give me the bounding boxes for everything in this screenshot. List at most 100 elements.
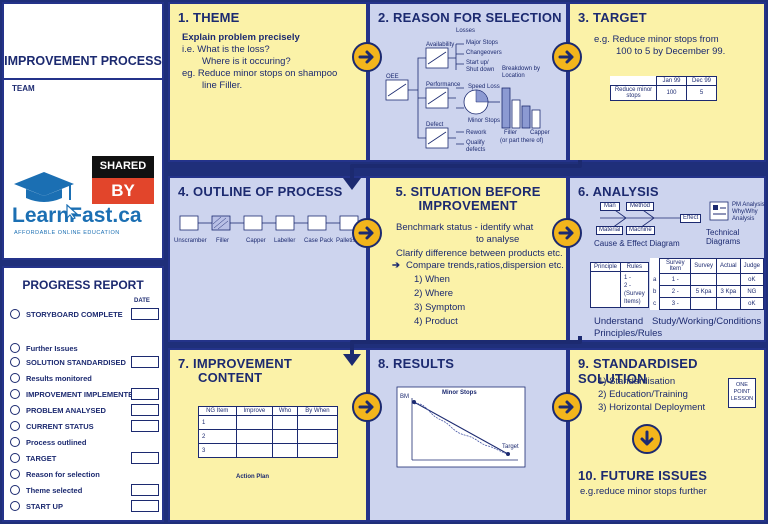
fishbone-man: Man <box>600 202 620 211</box>
progress-date-field[interactable] <box>131 484 159 496</box>
study-label: Study/Working/Conditions <box>652 316 762 327</box>
progress-date-field[interactable] <box>131 500 159 512</box>
rule-items: (Survey Items) <box>624 290 645 305</box>
lesson-line-2: POINT <box>733 389 751 395</box>
by-text: BY <box>111 181 135 200</box>
step-1: Unscramber <box>174 238 207 244</box>
technical-label: Technical Diagrams <box>706 228 741 246</box>
brand-name: LearnFast.ca <box>12 204 142 227</box>
step-4: Labeller <box>274 238 296 244</box>
label-capper: Capper <box>530 130 550 136</box>
progress-date-field[interactable] <box>131 308 159 320</box>
target-title: 3. TARGET <box>578 10 647 25</box>
progress-checkbox[interactable] <box>10 343 20 353</box>
target-line-1: e.g. Reduce minor stops from <box>594 34 719 45</box>
progress-item-label: Results monitored <box>26 374 92 383</box>
arrow-1-to-2 <box>352 42 382 72</box>
arrow-right-icon <box>358 400 374 414</box>
progress-date-field[interactable] <box>131 388 159 400</box>
technical-diagram-icon <box>709 201 729 221</box>
arrow-4-to-5 <box>352 218 382 248</box>
progress-date-field[interactable] <box>131 420 159 432</box>
results-start-label: BM <box>400 394 409 400</box>
results-chart <box>396 386 526 468</box>
situation-line-5: 1) When <box>414 274 450 285</box>
target-line-2: 100 to 5 by December 99. <box>616 46 726 57</box>
progress-checkbox[interactable] <box>10 485 20 495</box>
arrow-7-to-8 <box>352 392 382 422</box>
cause-effect-label: Cause & Effect Diagram <box>594 239 680 248</box>
progress-checkbox[interactable] <box>10 373 20 383</box>
shared-badge: SHARED <box>92 156 154 178</box>
by-badge: BY <box>92 178 154 204</box>
theme-line-2: i.e. What is the loss? <box>182 44 270 55</box>
results-end-label: Target <box>502 444 519 450</box>
shared-text: SHARED <box>99 160 147 172</box>
logo: SHARED BY LearnFast.ca AFFORDABLE ONLINE… <box>10 154 160 246</box>
progress-checkbox[interactable] <box>10 437 20 447</box>
down-arrow-button <box>632 424 662 454</box>
principles-label: Principles/Rules <box>594 328 663 339</box>
one-point-lesson: ONE POINT LESSON <box>728 378 756 408</box>
situation-title-1: 5. SITUATION BEFORE <box>395 184 541 199</box>
progress-checkbox[interactable] <box>10 405 20 415</box>
team-label: TEAM <box>12 84 35 93</box>
panel-results: 8. RESULTS Minor Stops BM Target <box>368 348 568 522</box>
arrow-right-icon <box>358 226 374 240</box>
tech-note-3: Analysis <box>732 216 755 222</box>
survey-header: Survey <box>690 258 717 274</box>
standardised-title: 9. STANDARDISED SOLUTION <box>578 356 698 386</box>
survey-cell <box>690 297 717 310</box>
panel-outline: 4. OUTLINE OF PROCESS Unscramber Filler … <box>168 176 368 342</box>
lesson-line-3: LESSON <box>730 396 754 402</box>
panel-target: 3. TARGET e.g. Reduce minor stops from 1… <box>568 2 766 162</box>
progress-checkbox[interactable] <box>10 389 20 399</box>
survey-cell: c <box>653 300 657 307</box>
label-part: (or part there of) <box>500 138 544 144</box>
progress-checkbox[interactable] <box>10 357 20 367</box>
progress-checkbox[interactable] <box>10 453 20 463</box>
progress-checkbox[interactable] <box>10 309 20 319</box>
outline-title: 4. OUTLINE OF PROCESS <box>178 184 343 199</box>
step-3: Capper <box>246 238 266 244</box>
situation-line-4: Compare trends,ratios,dispersion etc. <box>406 260 564 271</box>
progress-checkbox[interactable] <box>10 469 20 479</box>
label-oee: OEE <box>386 74 399 80</box>
progress-item-label: TARGET <box>26 454 57 463</box>
progress-date-field[interactable] <box>131 404 159 416</box>
date-header: DATE <box>134 298 150 304</box>
panel-analysis: 6. ANALYSIS Man Method Material Machine … <box>568 176 766 342</box>
arrow-5-to-6 <box>552 218 582 248</box>
progress-checkbox[interactable] <box>10 501 20 511</box>
arrow-2-to-3 <box>552 42 582 72</box>
brand-tagline: AFFORDABLE ONLINE EDUCATION <box>14 230 120 236</box>
step-2: Filler <box>216 238 229 244</box>
arrow-glyph-icon: ➔ <box>392 260 400 271</box>
tech-note-1: PM Analysis <box>732 202 765 208</box>
tech-note-2: Why/Why <box>732 209 758 215</box>
label-availability: Availability <box>426 42 455 48</box>
arrow-down-icon <box>640 430 654 446</box>
standardised-line-2: 2) Education/Training <box>598 389 688 400</box>
arrow-right-icon <box>358 50 374 64</box>
action-cell <box>235 443 274 458</box>
header-panel: IMPROVEMENT PROCESS TEAM SHARED BY Learn… <box>2 2 164 260</box>
improvement-title-1: 7. IMPROVEMENT <box>178 356 293 371</box>
target-val-2: 5 <box>686 85 717 101</box>
arrow-right-icon <box>558 50 574 64</box>
progress-date-field[interactable] <box>131 356 159 368</box>
label-losses: Losses <box>456 28 476 34</box>
progress-date-field[interactable] <box>131 452 159 464</box>
fishbone-method: Method <box>626 202 655 211</box>
rule-2: 2 - <box>624 282 632 289</box>
lesson-line-1: ONE <box>736 382 748 388</box>
progress-checkbox[interactable] <box>10 421 20 431</box>
label-defect: Defect <box>426 122 444 128</box>
label-breakdown: Breakdown by Location <box>502 66 541 79</box>
arrow-right-icon <box>558 226 574 240</box>
label-speed-loss: Speed Loss <box>468 84 500 90</box>
arrow-right-icon <box>558 400 574 414</box>
